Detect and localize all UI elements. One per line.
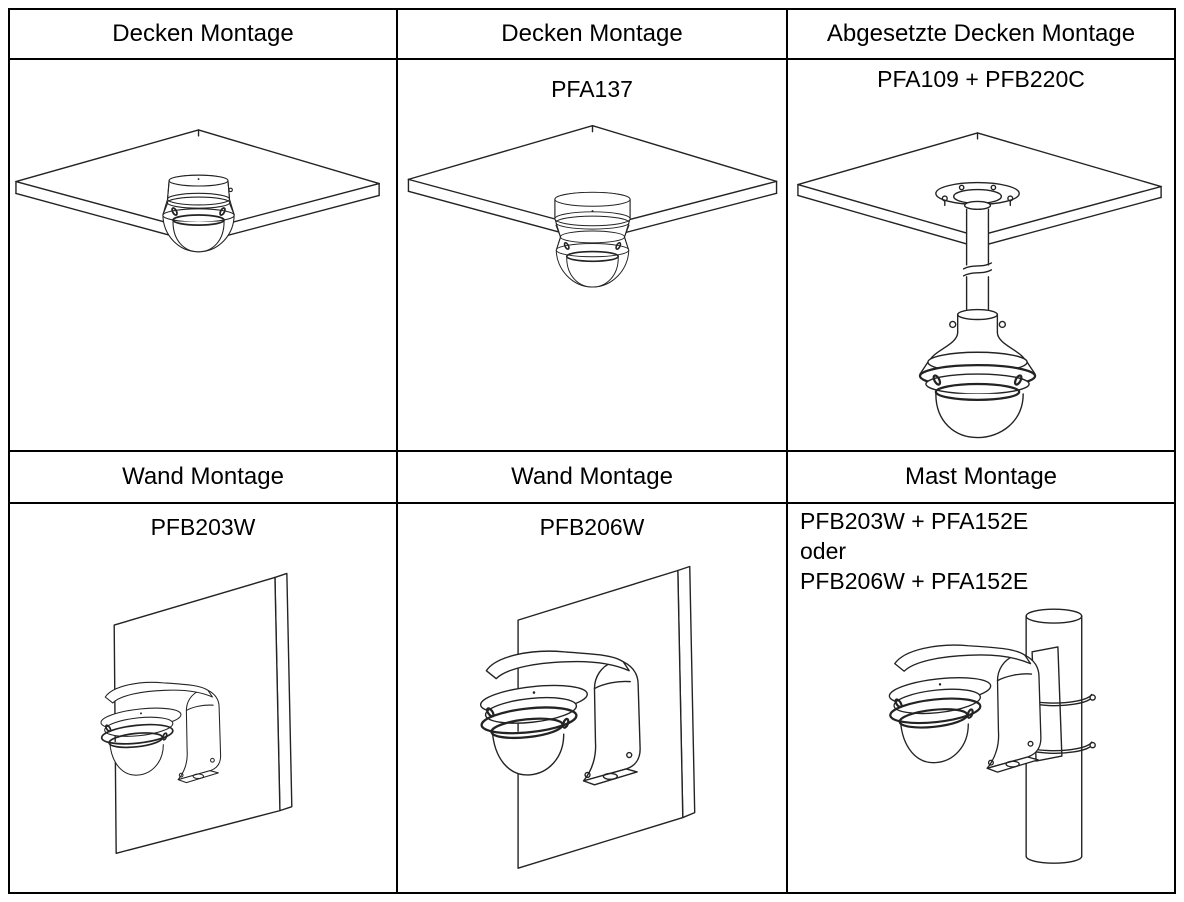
wall-pfb206w-illustration [478,565,696,869]
ceiling-pendant-illustration [797,132,1162,439]
mounting-options-table: Decken Montage Decken Montage Abgesetzte… [8,8,1176,894]
header-label: Mast Montage [904,463,1058,490]
product-label: PFA137 [551,76,633,102]
cell-header-wall-2: Wand Montage [398,452,788,504]
mast-mount-illustration [887,608,1096,864]
product-label-multiline: PFB203W + PFA152E oder PFB206W + PFA152E [800,506,1028,596]
ceiling-direct-illustration [15,129,380,253]
cell-wall-pfb203w: PFB203W [10,504,398,892]
cell-wall-pfb206w: PFB206W [398,504,788,892]
cell-ceiling-pfa137: PFA137 [398,60,788,452]
product-label: PFB206W [539,514,645,540]
product-option-separator: oder [800,538,847,564]
wall-pfb203w-illustration [99,572,293,854]
cell-header-ceiling-2: Decken Montage [398,10,788,60]
cell-ceiling-direct [10,60,398,452]
header-label: Abgesetzte Decken Montage [826,20,1136,47]
header-label: Wand Montage [511,463,673,490]
header-label: Decken Montage [501,20,683,47]
ceiling-pfa137-illustration [407,124,778,288]
cell-header-wall-1: Wand Montage [10,452,398,504]
dome-camera-on-bracket [887,644,1042,774]
cell-mast-mount: PFB203W + PFA152E oder PFB206W + PFA152E [788,504,1174,892]
cell-ceiling-pendant: PFA109 + PFB220C [788,60,1174,452]
product-option-1: PFB203W + PFA152E [800,508,1029,534]
dome-camera-with-adapter [554,191,631,288]
dome-camera [162,174,236,253]
dome-camera [918,364,1037,439]
product-label: PFA109 + PFB220C [877,66,1085,92]
header-label: Decken Montage [112,20,294,47]
product-option-2: PFB206W + PFA152E [800,568,1029,594]
header-label: Wand Montage [122,463,284,490]
cell-header-ceiling-1: Decken Montage [10,10,398,60]
cell-header-mast: Mast Montage [788,452,1174,504]
pendant-pipe-mount [919,181,1036,375]
cell-header-ceiling-offset: Abgesetzte Decken Montage [788,10,1174,60]
product-label: PFB203W [150,514,256,540]
